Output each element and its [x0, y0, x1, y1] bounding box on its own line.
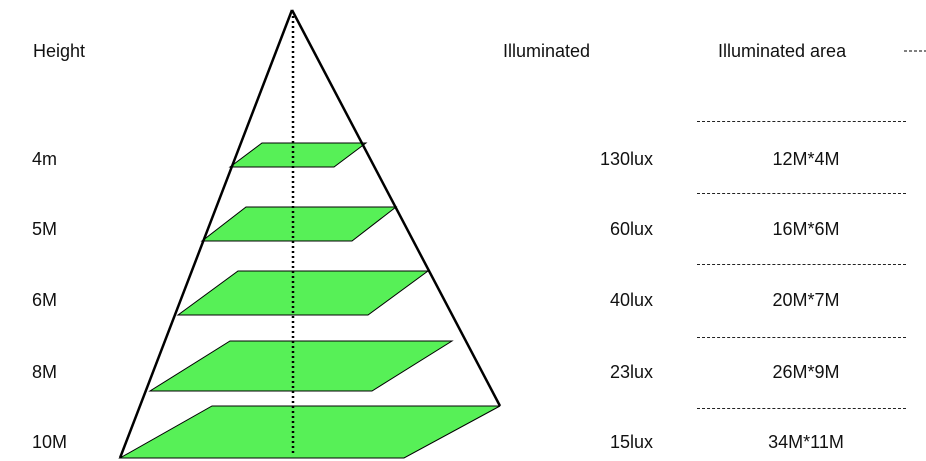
- lux-value-5m: 60lux: [609, 219, 653, 239]
- illuminance-header: Illuminated: [503, 41, 591, 61]
- height-header: Height: [33, 41, 86, 61]
- height-label-5m: 5M: [32, 219, 58, 239]
- row-separator: [697, 121, 906, 122]
- lux-value-10m: 15lux: [609, 432, 653, 452]
- height-label-4m: 4m: [32, 149, 58, 169]
- illuminated-plane-6m: [176, 270, 430, 316]
- area-header: Illuminated area: [718, 41, 847, 61]
- illuminated-plane-5m: [200, 206, 398, 242]
- illuminated-plane-8m: [148, 340, 454, 392]
- height-label-8m: 8M: [32, 362, 58, 382]
- lux-value-8m: 23lux: [609, 362, 653, 382]
- illuminated-plane-4m: [228, 142, 368, 168]
- row-separator: [697, 193, 906, 194]
- area-value-4m: 12M*4M: [772, 149, 840, 169]
- area-value-6m: 20M*7M: [772, 290, 840, 310]
- lux-value-4m: 130lux: [599, 149, 653, 169]
- cone-left-edge: [118, 9, 294, 459]
- area-value-5m: 16M*6M: [772, 219, 840, 239]
- height-label-6m: 6M: [32, 290, 58, 310]
- row-separator: [697, 337, 906, 338]
- lux-value-6m: 40lux: [609, 290, 653, 310]
- row-separator: [697, 264, 906, 265]
- height-label-10m: 10M: [32, 432, 68, 452]
- illuminated-plane-10m: [118, 405, 501, 459]
- row-separator: [697, 408, 906, 409]
- area-value-10m: 34M*11M: [768, 432, 844, 452]
- area-value-8m: 26M*9M: [772, 362, 840, 382]
- cone-right-edge: [290, 9, 502, 407]
